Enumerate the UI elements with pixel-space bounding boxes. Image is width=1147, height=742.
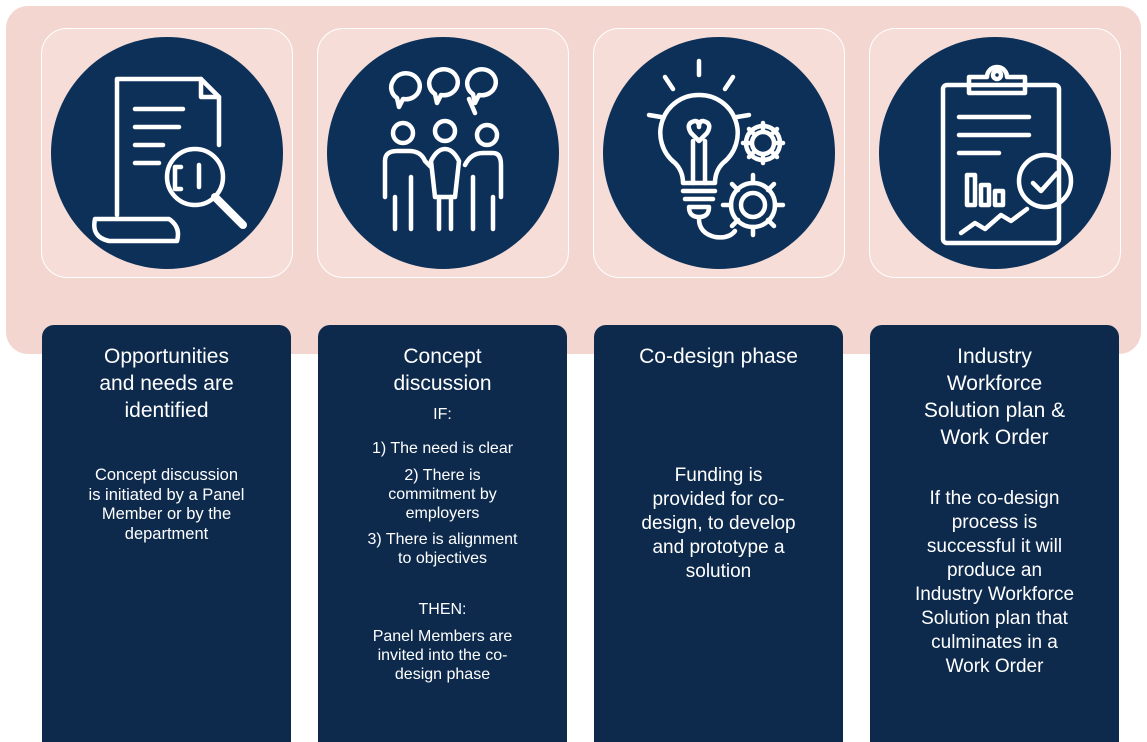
step-4-card: Industry Workforce Solution plan & Work … <box>870 325 1119 742</box>
step-1-icon-circle <box>51 37 283 269</box>
step-2-then-label: THEN: <box>418 601 467 618</box>
step-4-title: Industry Workforce Solution plan & Work … <box>923 345 1066 449</box>
step-1-description: Concept discussion is initiated by a Pan… <box>88 466 245 543</box>
step-1-card: Opportunities and needs are identified C… <box>42 325 291 742</box>
step-2-condition-3: 3) There is alignment to objectives <box>367 531 518 567</box>
step-3-title: Co-design phase <box>639 345 798 368</box>
step-1-icon-tile <box>41 28 293 278</box>
step-3-icon-tile <box>593 28 845 278</box>
step-2-icon-circle <box>327 37 559 269</box>
step-2-icon-tile <box>317 28 569 278</box>
step-2-outcome: Panel Members are invited into the co- d… <box>372 628 513 683</box>
clipboard-checkmark-icon <box>940 64 1074 246</box>
step-2-condition-1: 1) The need is clear <box>371 440 514 457</box>
step-2-condition-2: 2) There is commitment by employers <box>388 467 497 522</box>
step-3-description: Funding is provided for co- design, to d… <box>641 465 796 582</box>
step-2-title: Concept discussion <box>393 345 492 395</box>
people-discussion-icon <box>382 67 504 232</box>
step-4-icon-tile <box>869 28 1121 278</box>
step-3-icon-circle <box>603 37 835 269</box>
step-4-description: If the co-design process is successful i… <box>914 488 1075 677</box>
document-magnifier-icon <box>92 76 247 244</box>
lightbulb-gears-icon <box>646 58 786 240</box>
step-2-card: Concept discussion IF: 1) The need is cl… <box>318 325 567 742</box>
step-1-title: Opportunities and needs are identified <box>99 345 234 422</box>
step-3-card: Co-design phase Funding is provided for … <box>594 325 843 742</box>
step-4-icon-circle <box>879 37 1111 269</box>
step-2-if-label: IF: <box>433 406 452 423</box>
